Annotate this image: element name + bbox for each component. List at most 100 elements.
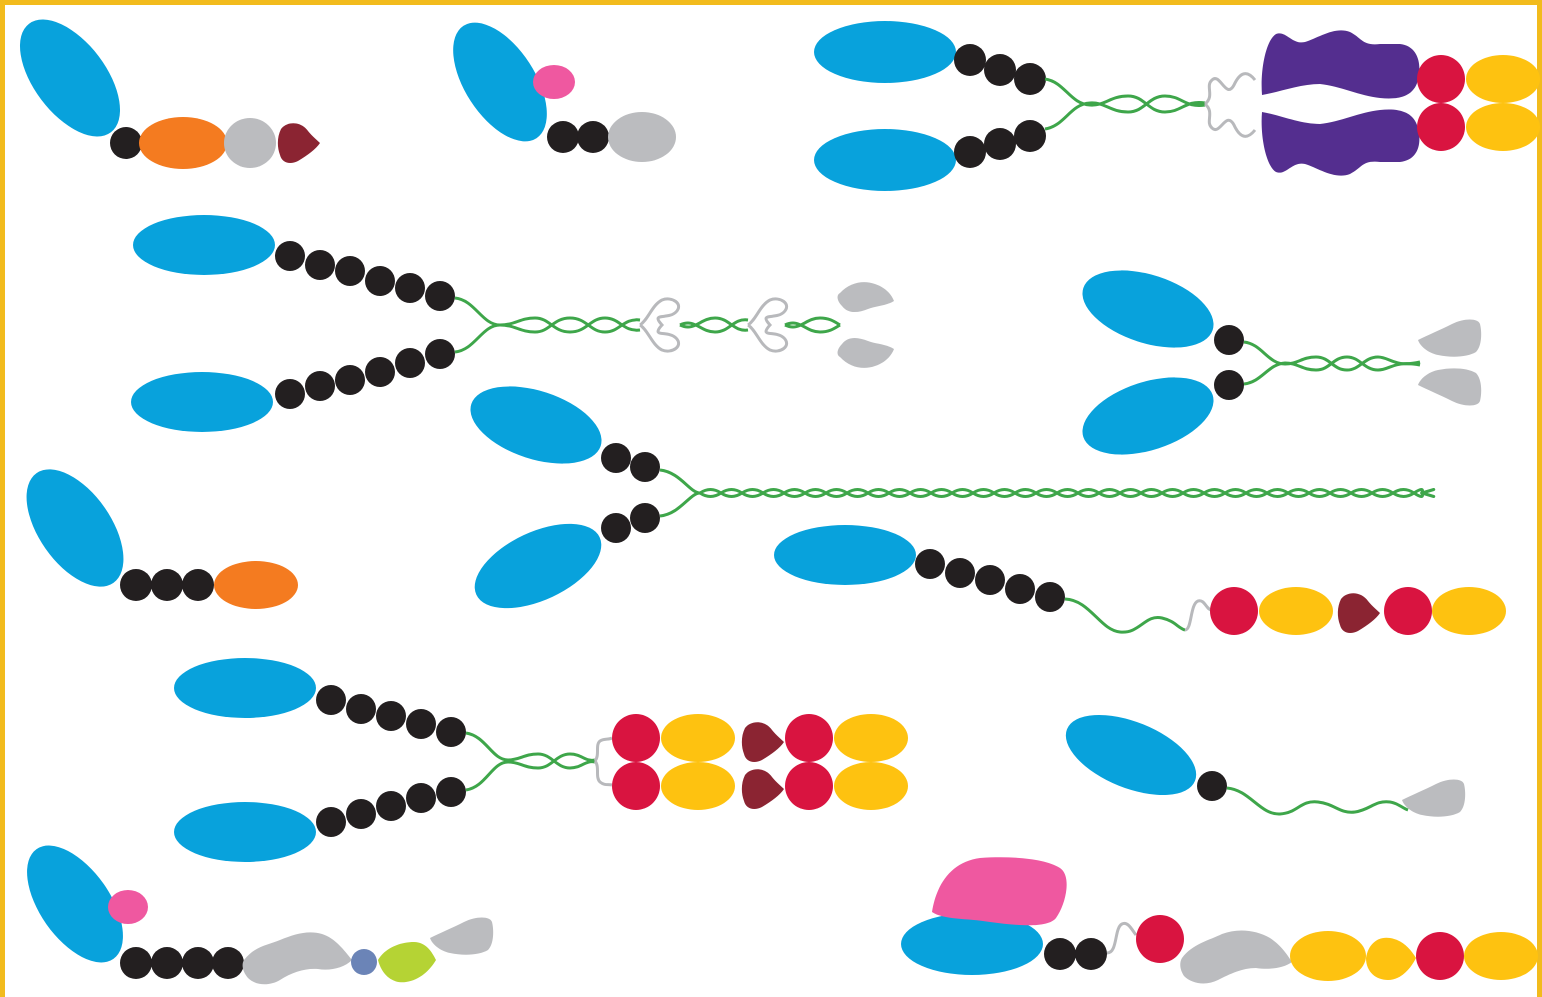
iq-bead [601,443,631,473]
molecule-11 [27,845,494,985]
crimson-domain [612,762,660,810]
iq-bead [1214,370,1244,400]
crimson-domain [785,714,833,762]
pink-light-chain [108,890,148,924]
iq-bead [984,54,1016,86]
iq-bead [547,121,579,153]
hinge [593,736,613,787]
iq-bead-row [915,549,1065,612]
coiled-coil-strand [659,488,1436,518]
molecule-10 [1065,714,1466,817]
iq-bead [1075,938,1107,970]
hinge [1203,102,1257,138]
yellow-domain [1290,931,1366,981]
myosin-head [1082,270,1214,348]
crimson-domain [785,762,833,810]
crimson-domain [1417,103,1465,151]
molecule-8 [774,525,1506,635]
purple-domain [1261,109,1420,176]
molecule-5 [1082,270,1482,455]
hinge [1106,921,1138,955]
myosin-head [174,802,316,862]
myosin-head [133,215,275,275]
myosin-head [131,372,273,432]
hinge [1203,72,1257,106]
iq-bead [954,136,986,168]
yellow-domain [834,714,908,762]
molecule-6 [470,386,1436,609]
crimson-domain [1136,915,1184,963]
iq-bead [182,947,214,979]
coiled-coil-strand [1044,77,1206,114]
iq-bead [1197,771,1227,801]
iq-bead [212,947,244,979]
myosin-head [814,129,956,191]
iq-bead [1214,325,1244,355]
gray-domain [608,112,676,162]
myosin-head [470,386,602,464]
hinge [1184,599,1213,632]
iq-bead [954,44,986,76]
iq-bead [151,569,183,601]
coiled-coil-strand [454,316,841,354]
orange-domain [139,117,227,169]
molecule-7 [26,469,298,609]
myosin-head [174,658,316,718]
slate-blue-domain [351,949,377,975]
iq-bead [984,128,1016,160]
lime-domain [378,942,436,983]
coiled-coil-strand [465,752,596,792]
myosin-head [1065,714,1197,796]
myosin-head [901,913,1043,975]
iq-bead [110,127,142,159]
gray-domain [224,118,276,168]
molecule-2 [453,22,676,162]
iq-bead-row-upper [316,685,466,747]
yellow-domain [1259,587,1333,635]
iq-bead [1014,63,1046,95]
yellow-domain [661,714,735,762]
coiled-coil-strand [454,296,841,334]
hinge [747,297,789,353]
iq-bead-row-upper [275,241,455,311]
yellow-domain [1432,587,1506,635]
iq-bead [601,513,631,543]
coiled-coil-strand [659,468,1436,498]
yellow-domain [1464,932,1538,980]
iq-bead-row-lower [316,777,466,837]
iq-bead [1014,120,1046,152]
yellow-domain [834,762,908,810]
orange-domain [214,561,298,609]
purple-domain [1261,30,1420,99]
gray-domain [242,932,352,985]
molecule-12 [901,857,1538,984]
iq-bead [577,121,609,153]
gray-domain [1180,930,1292,984]
myosin-head [1082,377,1214,455]
myosin-head [453,22,547,142]
molecule-3 [814,21,1540,191]
molecule-4 [131,215,894,432]
yellow-domain [1366,937,1416,980]
iq-bead [151,947,183,979]
iq-bead [182,569,214,601]
lever-strand [1064,597,1186,634]
crimson-domain [1210,587,1258,635]
yellow-domain [661,762,735,810]
iq-bead [1044,938,1076,970]
lever-strand [1226,786,1409,816]
crimson-domain [1417,55,1465,103]
crimson-domain [1416,932,1464,980]
iq-bead [630,503,660,533]
iq-bead [120,947,152,979]
yellow-domain [1466,103,1540,151]
iq-bead-row-lower [275,339,455,409]
iq-bead [630,452,660,482]
myosin-head [814,21,956,83]
coiled-coil-strand [465,731,596,770]
myosin-head [474,523,602,609]
myosin-head [774,525,916,585]
pink-light-chain [533,65,575,99]
pink-light-chain [932,857,1067,926]
